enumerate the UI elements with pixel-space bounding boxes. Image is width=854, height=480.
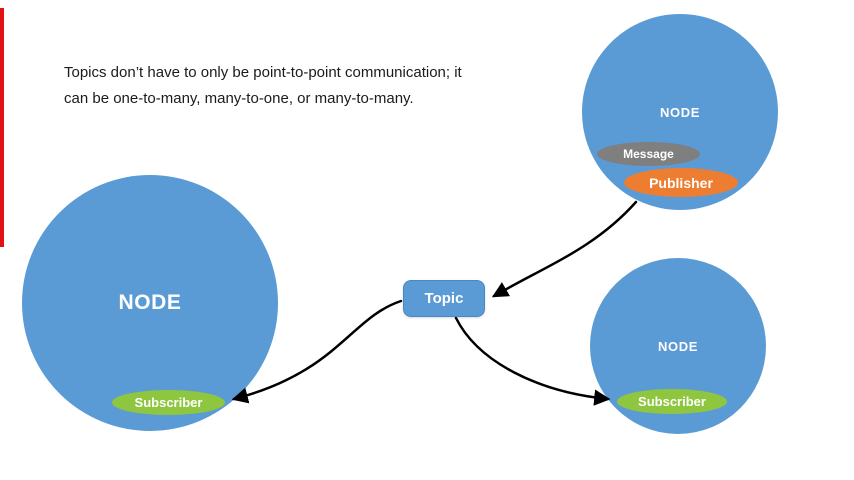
message-badge-label: Message [623,147,674,161]
message-badge: Message [597,142,700,166]
node-bottom-right-label: NODE [658,339,698,354]
slide-accent-bar [0,8,4,247]
node-top-right-label: NODE [660,105,700,120]
topic-box: Topic [403,280,485,317]
subscriber-badge-right: Subscriber [617,389,727,414]
caption-line-1: Topics don’t have to only be point-to-po… [64,64,462,81]
subscriber-badge-left: Subscriber [112,390,225,415]
caption-line-2: can be one-to-many, many-to-one, or many… [64,90,414,107]
subscriber-badge-left-label: Subscriber [134,395,203,410]
publisher-badge: Publisher [624,168,738,197]
caption-text: Topics don’t have to only be point-to-po… [64,60,504,112]
arrow-publisher-to-topic [491,200,638,298]
subscriber-badge-right-label: Subscriber [638,394,706,409]
topic-label: Topic [424,290,464,307]
publisher-badge-label: Publisher [649,174,713,191]
arrow-topic-to-right-subscriber [454,316,611,406]
node-left-label: NODE [118,291,182,314]
